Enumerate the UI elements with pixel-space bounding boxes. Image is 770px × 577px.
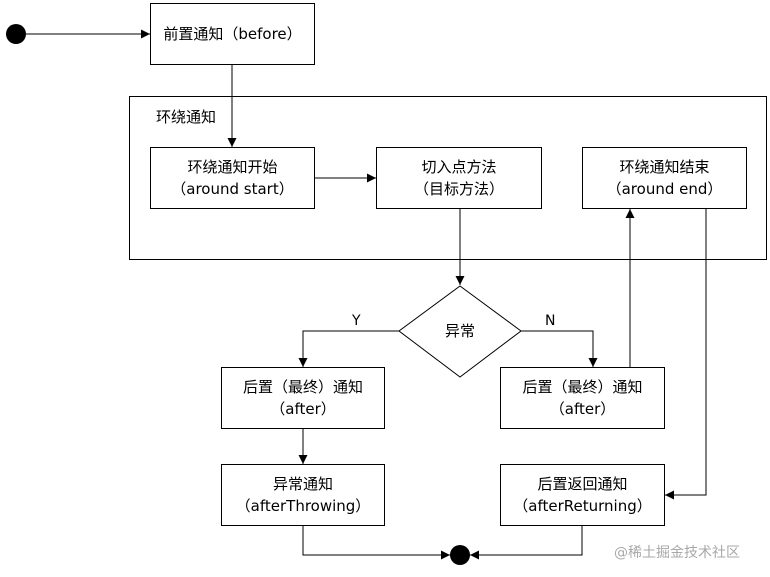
target-method-node: 切入点方法 （目标方法） xyxy=(376,147,542,209)
edge-decision-yes xyxy=(298,330,399,367)
before-advice-label: 前置通知（before） xyxy=(163,25,302,43)
edge-decision-no xyxy=(521,330,598,367)
around-advice-group xyxy=(129,96,767,260)
decision-label: 异常 xyxy=(444,322,475,340)
after-finally-left-label: 后置（最终）通知 xyxy=(242,378,363,396)
after-finally-right-label: 后置（最终）通知 xyxy=(522,378,643,396)
around-end-node: 环绕通知结束 （around end） xyxy=(582,147,747,209)
around-advice-group-title: 环绕通知 xyxy=(156,108,217,126)
after-throwing-label: 异常通知 xyxy=(272,475,333,493)
around-end-label: 环绕通知结束 xyxy=(619,158,710,176)
around-start-sublabel: （around start） xyxy=(171,180,294,198)
target-method-label: 切入点方法 xyxy=(421,158,497,176)
after-finally-left-node: 后置（最终）通知 （after） xyxy=(221,367,385,429)
edge-after-throwing-to-end xyxy=(302,526,450,560)
after-returning-label: 后置返回通知 xyxy=(537,475,628,493)
after-finally-left-sublabel: （after） xyxy=(270,400,336,418)
after-throwing-node: 异常通知 （afterThrowing） xyxy=(221,464,385,526)
edge-label-yes: Y xyxy=(352,313,361,329)
around-start-node: 环绕通知开始 （around start） xyxy=(150,147,315,209)
around-start-label: 环绕通知开始 xyxy=(187,158,278,176)
watermark: @稀土掘金技术社区 xyxy=(614,545,740,561)
around-end-sublabel: （around end） xyxy=(606,180,723,198)
after-finally-right-node: 后置（最终）通知 （after） xyxy=(500,367,665,429)
edge-label-no: N xyxy=(545,313,556,329)
after-finally-right-sublabel: （after） xyxy=(549,400,616,418)
decision-diamond xyxy=(398,285,522,378)
target-method-sublabel: （目标方法） xyxy=(413,180,504,198)
after-returning-node: 后置返回通知 （afterReturning） xyxy=(500,464,665,526)
after-returning-sublabel: （afterReturning） xyxy=(513,497,652,515)
start-node xyxy=(6,24,26,44)
before-advice-node: 前置通知（before） xyxy=(150,3,315,65)
edge-after-returning-to-end xyxy=(470,526,583,560)
after-throwing-sublabel: （afterThrowing） xyxy=(235,497,371,515)
end-node xyxy=(450,545,470,565)
edge-around-end-to-after-returning xyxy=(665,209,707,500)
